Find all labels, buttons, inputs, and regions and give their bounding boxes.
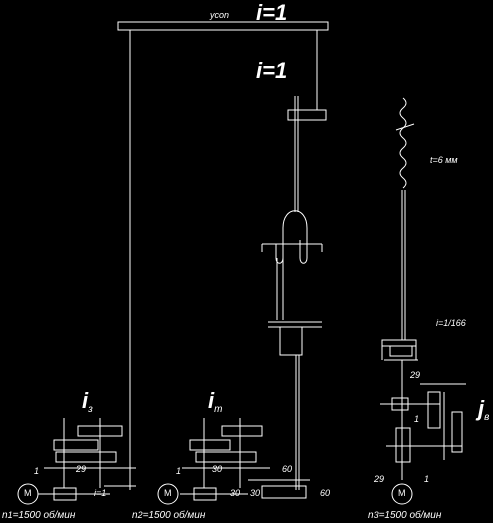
motor-3-icon bbox=[391, 483, 413, 505]
motor-2-label: M bbox=[164, 488, 172, 498]
hook-mechanism bbox=[275, 210, 308, 264]
mid-num-30b: 30 bbox=[230, 488, 241, 498]
worm-top bbox=[381, 339, 417, 347]
mid-num-30c: 30 bbox=[250, 488, 261, 498]
right-gear-2 bbox=[427, 391, 441, 429]
right-gear-4 bbox=[395, 427, 411, 463]
worm-body bbox=[389, 345, 413, 357]
sleeve-block bbox=[279, 326, 303, 356]
speed-2-label: n2=1500 об/мин bbox=[132, 510, 206, 521]
coupling-body bbox=[287, 109, 327, 121]
left-num-1: 1 bbox=[34, 466, 40, 476]
screw-pitch-label: t=6 мм bbox=[430, 155, 458, 165]
top-crossbar bbox=[117, 21, 329, 31]
mid-gear-top bbox=[221, 425, 263, 437]
left-num-29: 29 bbox=[76, 464, 87, 474]
right-num-1a: 1 bbox=[414, 414, 420, 424]
right-num-1b: 1 bbox=[424, 474, 430, 484]
right-gear-3 bbox=[451, 411, 463, 453]
mid-gear-low bbox=[195, 451, 257, 463]
left-i1: i=1 bbox=[94, 488, 107, 498]
i-third-label: jв bbox=[478, 396, 490, 424]
mid-num-60a: 60 bbox=[282, 464, 293, 474]
left-gear-mid bbox=[53, 439, 99, 451]
motor-2-icon bbox=[157, 483, 179, 505]
speed-3-label: n3=1500 об/мин bbox=[368, 510, 442, 521]
motor-1-label: M bbox=[24, 488, 32, 498]
i-main-label: iз bbox=[82, 388, 93, 416]
right-num-29b: 29 bbox=[374, 474, 385, 484]
mid-gear-mid bbox=[189, 439, 231, 451]
motor-3-label: M bbox=[398, 488, 406, 498]
top-small-label: ycon bbox=[210, 10, 230, 20]
mid-ratio-label: i=1 bbox=[256, 58, 288, 83]
mid-num-1: 1 bbox=[176, 466, 182, 476]
mid-num-60b: 60 bbox=[320, 488, 331, 498]
speed-1-label: n1=1500 об/мин bbox=[2, 510, 76, 521]
motor-1-icon bbox=[17, 483, 39, 505]
worm-ratio-label: i=1/166 bbox=[436, 318, 466, 328]
mid-num-30a: 30 bbox=[212, 464, 223, 474]
screw-thread bbox=[399, 97, 407, 189]
top-ratio-label: i=1 bbox=[256, 0, 288, 25]
screw-marker bbox=[395, 123, 415, 131]
i-second-label: iт bbox=[208, 388, 223, 416]
left-gear-low bbox=[55, 451, 117, 463]
mid-output-gear bbox=[261, 485, 307, 499]
right-num-29a: 29 bbox=[410, 370, 421, 380]
